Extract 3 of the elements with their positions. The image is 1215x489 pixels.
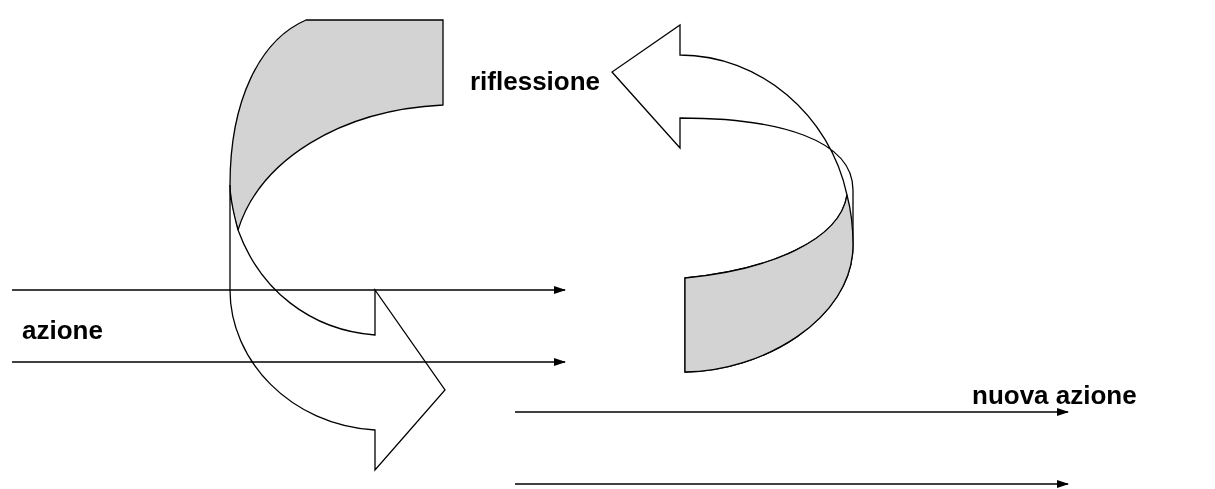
label-text: riflessione	[470, 68, 601, 94]
label-text: nuova azione	[972, 382, 1137, 408]
label-text: azione	[22, 317, 103, 343]
